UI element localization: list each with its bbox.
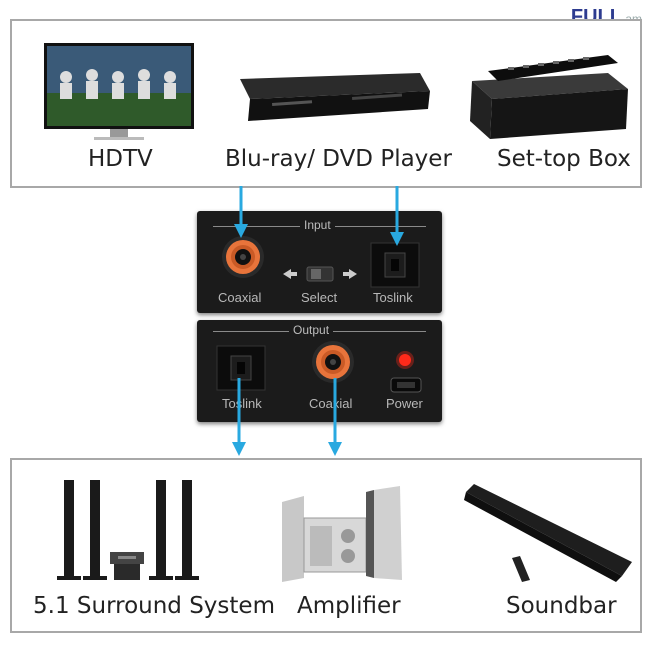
arrow-head — [234, 224, 248, 238]
arrow-head — [390, 232, 404, 246]
bluray-player-image — [240, 73, 430, 121]
hdtv-label: HDTV — [88, 146, 153, 172]
output-title: Output — [289, 323, 334, 337]
toslink-input-label: Toslink — [373, 290, 413, 305]
soundbar-label: Soundbar — [506, 593, 617, 619]
power-label: Power — [386, 396, 423, 411]
surround-system-label: 5.1 Surround System — [33, 593, 275, 619]
power-led-icon — [396, 351, 414, 369]
arrow-head — [328, 442, 342, 456]
arrow-head — [232, 442, 246, 456]
select-switch[interactable] — [283, 265, 357, 283]
input-title: Input — [300, 218, 335, 232]
soundbar-image — [464, 484, 632, 582]
select-label: Select — [301, 290, 338, 305]
power-port[interactable] — [390, 377, 422, 393]
toslink-output-label: Toslink — [222, 396, 262, 411]
coaxial-input-jack[interactable] — [221, 235, 265, 279]
sources-box: HDTV Blu-ray/ DVD Player Set-top Box — [10, 19, 642, 188]
outputs-box: 5.1 Surround System Amplifier Soundbar — [10, 458, 642, 633]
coaxial-output-jack[interactable] — [311, 340, 355, 384]
output-panel: Output Toslink Coaxial Power — [197, 320, 442, 422]
bluray-player-label: Blu-ray/ DVD Player — [225, 146, 452, 172]
input-panel: Input Coaxial Select Toslink — [197, 211, 442, 313]
amplifier-image — [282, 486, 402, 582]
coaxial-input-label: Coaxial — [218, 290, 262, 305]
set-top-box-image — [470, 55, 628, 139]
set-top-box-label: Set-top Box — [497, 146, 631, 172]
toslink-output-port[interactable] — [216, 345, 266, 391]
toslink-input-port[interactable] — [370, 242, 420, 288]
coaxial-output-label: Coaxial — [309, 396, 353, 411]
hdtv-image — [44, 43, 194, 140]
amplifier-label: Amplifier — [297, 593, 401, 619]
surround-system-image — [57, 480, 199, 580]
